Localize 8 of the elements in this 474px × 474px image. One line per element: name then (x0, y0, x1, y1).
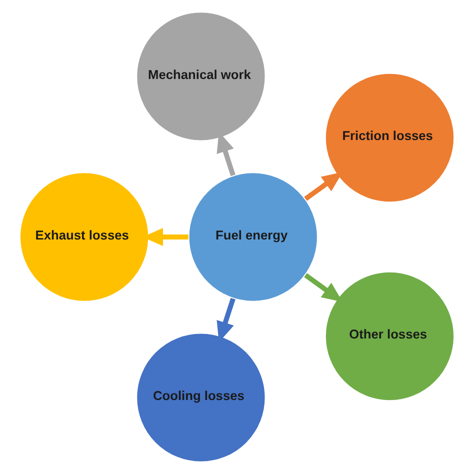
node-circle: Exhaust losses (19, 172, 150, 302)
arrow (304, 273, 343, 302)
arrow (304, 172, 343, 201)
node-circle: Fuel energy (188, 172, 318, 302)
node-circle: Other losses (324, 271, 455, 402)
node-circle: Friction losses (324, 72, 455, 203)
node-circle: Cooling losses (136, 332, 266, 462)
node-circle: Mechanical work (136, 12, 266, 142)
